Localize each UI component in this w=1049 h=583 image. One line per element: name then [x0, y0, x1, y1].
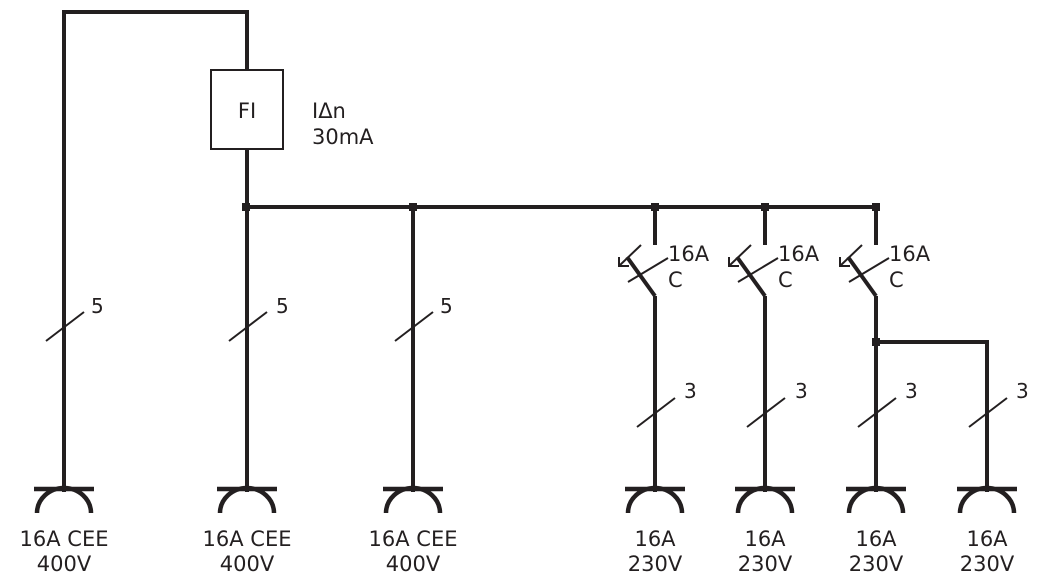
conductor-count-7: 3: [1016, 379, 1029, 403]
conductor-count-6: 3: [905, 379, 918, 403]
outlet-3-line2: 400V: [386, 552, 441, 576]
breaker-2-rating: 16A: [778, 242, 820, 266]
conductor-count-5: 3: [795, 379, 808, 403]
socket-symbol: [735, 485, 795, 514]
breaker-1-rating: 16A: [668, 242, 710, 266]
outlet-1-line1: 16A CEE: [20, 527, 109, 551]
outlet-6-line1: 16A: [855, 527, 897, 551]
outlet-5-line1: 16A: [744, 527, 786, 551]
outlet-2-line2: 400V: [220, 552, 275, 576]
outlet-3: 16A CEE 400V: [369, 485, 458, 576]
socket-symbol: [217, 485, 277, 514]
conductor-tick-1: 5: [45, 294, 104, 342]
junction-dot: [242, 203, 250, 211]
conductor-tick-7: 3: [968, 379, 1029, 428]
outlet-1-line2: 400V: [37, 552, 92, 576]
socket-symbol: [625, 485, 685, 514]
socket-symbol: [383, 485, 443, 514]
socket-symbol: [34, 485, 94, 514]
conductor-tick-4: 3: [636, 379, 697, 428]
outlet-5-line2: 230V: [738, 552, 793, 576]
rcd-rating-line1: IΔn: [312, 99, 346, 123]
socket-symbol: [846, 485, 906, 514]
outlet-4-line1: 16A: [634, 527, 676, 551]
conductor-count-4: 3: [684, 379, 697, 403]
conductor-tick-3: 5: [394, 294, 453, 342]
conductor-count-3: 5: [440, 294, 453, 318]
conductor-tick-5: 3: [746, 379, 808, 428]
outlet-4-line2: 230V: [628, 552, 683, 576]
socket-symbol: [957, 485, 1017, 514]
outlet-1: 16A CEE 400V: [20, 485, 109, 576]
junction-dot: [872, 338, 880, 346]
outlet-3-line1: 16A CEE: [369, 527, 458, 551]
breaker-1-curve: C: [668, 268, 683, 292]
breaker-3-curve: C: [889, 268, 904, 292]
outlet-7-line2: 230V: [960, 552, 1015, 576]
conductor-count-2: 5: [276, 294, 289, 318]
outlet-6-line2: 230V: [849, 552, 904, 576]
breaker-2-curve: C: [778, 268, 793, 292]
outlet-7-line1: 16A: [966, 527, 1008, 551]
conductor-tick-6: 3: [857, 379, 918, 428]
breaker-1: 16A C: [618, 207, 710, 492]
breaker-2: 16A C: [728, 207, 820, 492]
conductor-count-1: 5: [91, 294, 104, 318]
outlet-4: 16A 230V: [625, 485, 685, 576]
breaker-3: 16A C: [839, 207, 931, 492]
conductor-tick-2: 5: [228, 294, 289, 342]
supply-wire: [62, 10, 249, 492]
outlet-7: 16A 230V: [957, 485, 1017, 576]
outlet-2-line1: 16A CEE: [203, 527, 292, 551]
branch-wire: [876, 340, 989, 492]
rcd-rating-line2: 30mA: [312, 125, 374, 149]
breaker-3-rating: 16A: [889, 242, 931, 266]
outlet-6: 16A 230V: [846, 485, 906, 576]
outlet-2: 16A CEE 400V: [203, 485, 292, 576]
outlet-5: 16A 230V: [735, 485, 795, 576]
rcd-label: FI: [238, 99, 256, 123]
